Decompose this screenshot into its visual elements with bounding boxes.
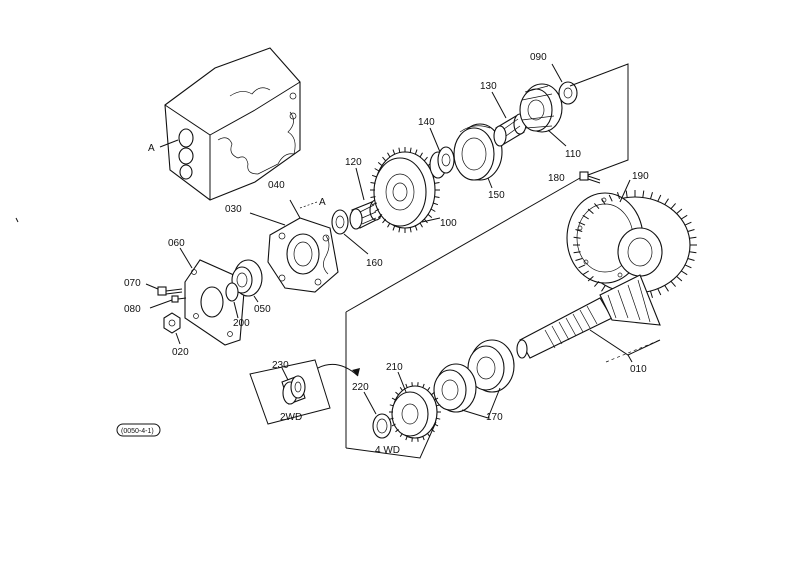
label-200: 200 xyxy=(233,318,250,329)
shifter-sleeve-150 xyxy=(453,123,503,181)
label-120: 120 xyxy=(345,157,362,168)
bearing-170-large xyxy=(467,339,515,393)
label-110: 110 xyxy=(565,149,581,160)
transmission-housing xyxy=(164,47,301,201)
label-130: 130 xyxy=(480,81,497,92)
label-210: 210 xyxy=(386,362,403,373)
label-060: 060 xyxy=(168,238,185,249)
label-150: 150 xyxy=(488,190,505,201)
ref-a-plate-label: A xyxy=(319,197,326,208)
collar-160 xyxy=(331,209,349,235)
four-wd-group-frame xyxy=(345,375,437,459)
label-070: 070 xyxy=(124,278,141,289)
label-020: 020 xyxy=(172,347,189,358)
bolt-070 xyxy=(157,286,183,296)
two-wd-group-frame xyxy=(249,359,331,425)
variant-2wd-label: 2WD xyxy=(280,412,302,423)
label-180: 180 xyxy=(548,173,565,184)
label-190: 190 xyxy=(632,171,649,182)
bevel-pinion-shaft-010 xyxy=(516,274,661,359)
bearing-retainer-plate xyxy=(267,217,339,293)
label-040: 040 xyxy=(268,180,285,191)
label-140: 140 xyxy=(418,117,435,128)
label-030: 030 xyxy=(225,204,242,215)
bolt-180 xyxy=(579,171,601,184)
label-220: 220 xyxy=(352,382,369,393)
label-100: 100 xyxy=(440,218,457,229)
gear-100 xyxy=(373,151,436,229)
collar-220 xyxy=(372,413,392,439)
gear-110 xyxy=(519,83,563,133)
bearing-170-small xyxy=(433,363,477,413)
figure-code: (0050-4-1) xyxy=(116,423,161,437)
label-090: 090 xyxy=(530,52,547,63)
svg-text:(0050-4-1): (0050-4-1) xyxy=(121,428,154,435)
washer-090 xyxy=(558,81,578,105)
label-230: 230 xyxy=(272,360,289,371)
label-080: 080 xyxy=(124,304,141,315)
gear-210 xyxy=(391,385,438,439)
seal-200 xyxy=(225,282,239,302)
ref-a-housing-label: A xyxy=(148,143,155,154)
label-050: 050 xyxy=(254,304,271,315)
collar-230 xyxy=(281,375,306,405)
label-010: 010 xyxy=(630,364,647,375)
needle-bearing-140 xyxy=(429,146,455,179)
variant-4wd-label: 4 WD xyxy=(375,445,400,456)
nut-020 xyxy=(163,312,181,334)
bolt-080 xyxy=(171,295,187,303)
label-160: 160 xyxy=(366,258,383,269)
label-170: 170 xyxy=(486,412,503,423)
